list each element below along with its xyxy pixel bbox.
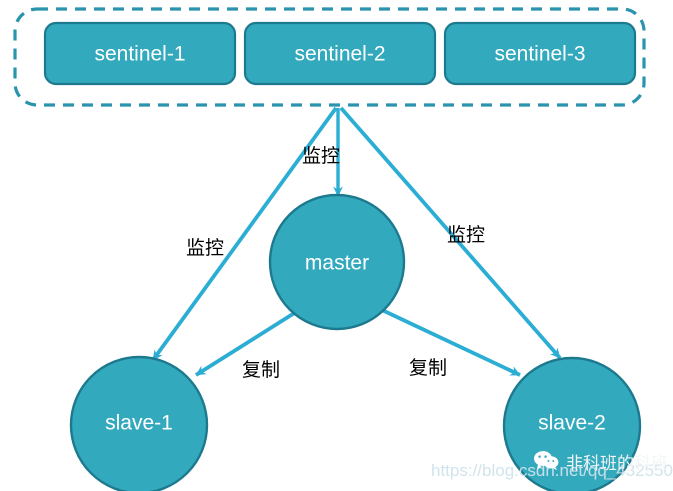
edge-label-master-to-slave-2: 复制 [409,357,448,379]
node-slave-1[interactable]: slave-1 [69,355,209,491]
edge-label-sentinel-to-slave-1: 监控 [186,237,225,259]
sentinel-node-1[interactable]: sentinel-1 [43,21,237,86]
sentinel-node-3-shape [443,21,637,86]
sentinel-node-1-label: sentinel-1 [94,43,185,66]
node-master[interactable]: master [268,193,406,331]
node-slave-2-label: slave-2 [538,412,606,435]
sentinel-node-2-shape [243,21,437,86]
watermark-url: https://blog.csdn.net/qq_43255017 [431,461,673,480]
edge-master-to-slave-2 [381,308,521,377]
node-master-shape [268,193,406,331]
wechat-icon [534,451,559,470]
edge-master-to-slave-1 [194,310,298,377]
sentinel-group-border [13,7,646,107]
sentinel-node-3[interactable]: sentinel-3 [443,21,637,86]
node-slave-1-shape [69,355,209,491]
watermark-brand: 非科班的科班 [566,454,668,474]
edge-label-sentinel-to-master: 监控 [302,145,341,167]
edge-label-master-to-slave-1: 复制 [242,359,281,381]
edge-label-sentinel-to-slave-2: 监控 [447,224,486,246]
sentinel-node-2-label: sentinel-2 [294,43,385,66]
edge-sentinel-to-slave-2 [339,106,562,360]
sentinel-node-2[interactable]: sentinel-2 [243,21,437,86]
node-master-label: master [305,252,369,275]
sentinel-node-1-shape [43,21,237,86]
node-slave-1-label: slave-1 [105,412,173,435]
sentinel-node-3-label: sentinel-3 [494,43,585,66]
edge-sentinel-to-slave-1 [151,106,338,362]
